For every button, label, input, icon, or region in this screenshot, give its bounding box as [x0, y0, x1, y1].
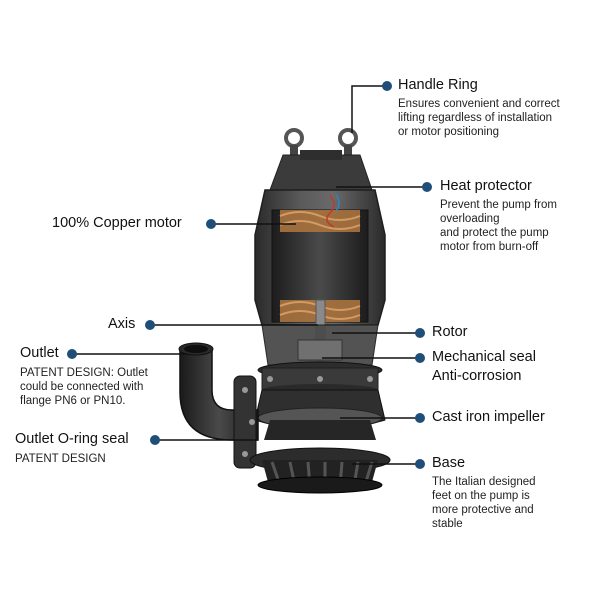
heat-protector-description: Prevent the pump from overloading and pr… [440, 198, 557, 254]
rotor-label: Rotor [432, 324, 468, 340]
motor-housing [254, 189, 386, 326]
base-desc-line: feet on the pump is [432, 490, 530, 502]
handle-ring-desc-line: Ensures convenient and correct [398, 98, 560, 110]
outlet-desc-line: flange PN6 or PN10. [20, 395, 126, 407]
seal-chamber [257, 324, 383, 396]
copper-motor-label: 100% Copper motor [52, 215, 182, 231]
handle-ring-desc-line: or motor positioning [398, 126, 499, 138]
heat-protector-desc-line: overloading [440, 213, 500, 225]
axis-label: Axis [108, 316, 136, 332]
outlet-oring-desc-line: PATENT DESIGN [15, 453, 106, 465]
outlet-desc-line: PATENT DESIGN: Outlet [20, 367, 148, 379]
outlet-label: Outlet [20, 345, 59, 361]
handle-ring-label: Handle Ring [398, 77, 478, 93]
outlet-description: PATENT DESIGN: Outlet could be connected… [20, 366, 148, 408]
anti-corrosion-label: Anti-corrosion [432, 368, 522, 384]
base-description: The Italian designed feet on the pump is… [432, 475, 536, 531]
base-desc-line: stable [432, 518, 463, 530]
heat-protector-desc-line: motor from burn-off [440, 241, 539, 253]
heat-protector-label: Heat protector [440, 178, 532, 194]
base-label: Base [432, 455, 466, 471]
outlet-oring-description: PATENT DESIGN [15, 452, 106, 466]
handle-ring [284, 128, 358, 157]
heat-protector-desc-line: and protect the pump [440, 227, 549, 239]
outlet-oring-label: Outlet O-ring seal [15, 431, 129, 447]
handle-ring-desc-line: lifting regardless of installation [398, 112, 553, 124]
base-desc-line: more protective and [432, 504, 534, 516]
outlet-desc-line: could be connected with [20, 381, 144, 393]
leader-lines [73, 85, 424, 465]
handle-ring-description: Ensures convenient and correct lifting r… [398, 97, 560, 139]
base-feet [249, 447, 391, 494]
volute [254, 389, 386, 440]
base-desc-line: The Italian designed [432, 476, 536, 488]
mechanical-seal-label: Mechanical seal [432, 349, 536, 365]
heat-protector-desc-line: Prevent the pump from [440, 199, 557, 211]
outlet-pipe [178, 342, 259, 469]
callout-dots [67, 81, 432, 469]
cast-iron-impeller-label: Cast iron impeller [432, 409, 545, 425]
